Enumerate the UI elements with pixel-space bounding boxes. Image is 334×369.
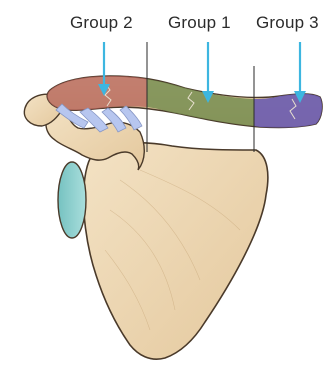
label-group-3: Group 3 bbox=[256, 13, 319, 33]
group-1-region bbox=[147, 79, 254, 126]
group-3-region bbox=[254, 94, 322, 128]
label-group-1: Group 1 bbox=[168, 13, 231, 33]
arrow-group-1 bbox=[202, 42, 214, 103]
glenoid bbox=[58, 162, 86, 238]
label-group-2: Group 2 bbox=[70, 13, 133, 33]
arrow-group-3 bbox=[294, 42, 306, 103]
scapula-body bbox=[84, 143, 268, 359]
